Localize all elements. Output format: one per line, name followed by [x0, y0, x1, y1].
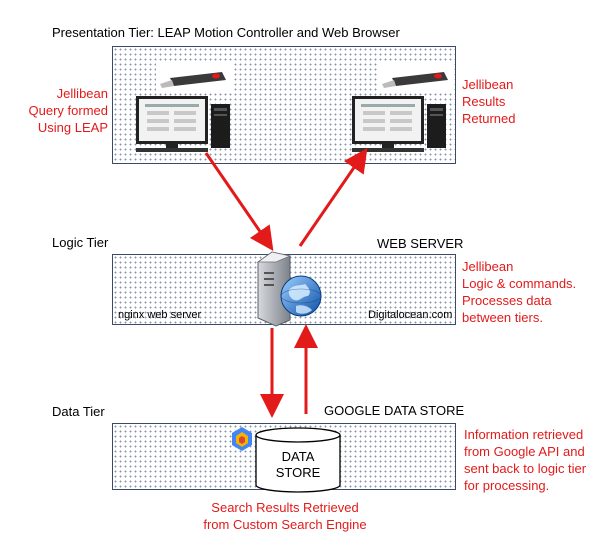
- arrow-server-to-results: [298, 148, 368, 247]
- data-note-line: Information retrieved: [464, 427, 584, 442]
- data-store-label-line2: STORE: [276, 465, 321, 480]
- results-returned-note: Jellibean Results Returned: [462, 76, 515, 127]
- leap-device-right-icon: [378, 62, 454, 92]
- query-note-line: Using LEAP: [37, 120, 108, 135]
- query-note-line: Query formed: [28, 103, 108, 118]
- globe-icon: [280, 275, 322, 317]
- data-note-line: for processing.: [464, 478, 550, 493]
- data-note: Information retrieved from Google API an…: [464, 426, 586, 494]
- data-store-cylinder-icon: [255, 427, 341, 493]
- query-formed-note-2: Query formed Using LEAP: [10, 102, 108, 136]
- data-tier-title: Data Tier: [52, 404, 105, 419]
- search-results-note: Search Results Retrieved from Custom Sea…: [180, 499, 390, 533]
- results-note-line: Jellibean: [462, 77, 514, 92]
- leap-device-left-icon: [156, 62, 232, 92]
- computer-right-icon: [352, 96, 446, 152]
- data-note-line: sent back to logic tier: [464, 461, 587, 476]
- web-server-icon: [256, 251, 292, 327]
- web-server-title: WEB SERVER: [377, 236, 464, 251]
- logic-note-line: Logic & commands.: [462, 276, 577, 291]
- arrow-query-to-server: [204, 152, 274, 251]
- google-cloud-logo-icon: [232, 427, 252, 451]
- search-note-line: from Custom Search Engine: [203, 517, 367, 532]
- results-note-line: Results: [462, 94, 506, 109]
- logic-note: Jellibean Logic & commands. Processes da…: [462, 258, 576, 326]
- results-note-line: Returned: [462, 111, 516, 126]
- data-store-label-line1: DATA: [282, 449, 315, 464]
- google-data-store-title: GOOGLE DATA STORE: [324, 403, 465, 418]
- query-formed-note: Jellibean: [52, 85, 108, 102]
- logic-note-line: Processes data: [462, 293, 552, 308]
- logic-tier-title: Logic Tier: [52, 235, 109, 250]
- nginx-label: nginx web server: [118, 309, 202, 321]
- host-label: Digitalocean.com: [368, 309, 453, 321]
- presentation-tier-title: Presentation Tier: LEAP Motion Controlle…: [52, 25, 400, 40]
- computer-left-icon: [136, 96, 230, 152]
- logic-note-line: Jellibean: [462, 259, 514, 274]
- query-note-line: Jellibean: [56, 86, 108, 101]
- data-note-line: from Google API and: [464, 444, 585, 459]
- logic-note-line: between tiers.: [462, 310, 543, 325]
- search-note-line: Search Results Retrieved: [211, 500, 359, 515]
